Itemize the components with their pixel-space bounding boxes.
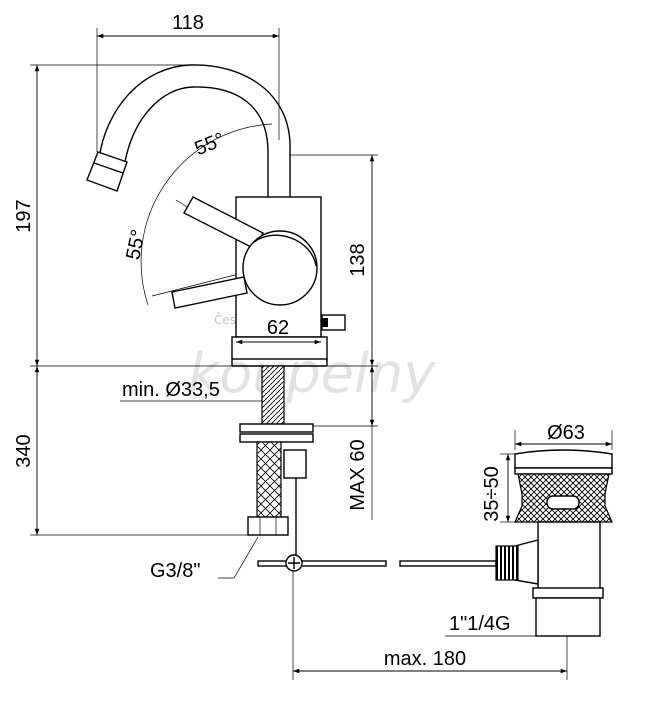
- drain-range-label: 35÷50: [481, 466, 503, 521]
- threaded-shank: [261, 365, 285, 425]
- max-60-label: MAX 60: [347, 439, 369, 510]
- pop-up-rod-guide: [283, 449, 307, 479]
- supply-thread-leader: [218, 536, 259, 579]
- drain-body: [537, 521, 601, 591]
- fixing-washer: [239, 423, 314, 433]
- drain-thread-label: 1"1/4G: [449, 613, 511, 635]
- fixing-nut: [239, 433, 314, 443]
- drain-outlet-ring: [495, 545, 519, 581]
- drain-cap: [514, 449, 613, 469]
- mixer-base: [231, 336, 328, 360]
- lever-lower-position: [171, 276, 248, 309]
- dim-340-label: 340: [13, 434, 35, 467]
- dim-118-label: 118: [172, 12, 204, 34]
- drain-thread: [535, 597, 601, 637]
- flexible-hose: [256, 441, 282, 519]
- angle-upper-label: 55°: [192, 129, 228, 161]
- lever-rotation-arc: [140, 123, 273, 306]
- drain-slot: [546, 495, 580, 510]
- supply-thread-label: G3/8": [150, 560, 200, 582]
- max-180-label: max. 180: [384, 648, 466, 670]
- angle-lower-label: 55°: [122, 228, 150, 262]
- pop-up-rod-clamp-cross: [288, 557, 300, 569]
- lever-hub-crescent: [253, 234, 317, 267]
- pop-up-rod-right-segment: [399, 560, 497, 567]
- dim-62-label: 62: [267, 317, 289, 339]
- spout-outer-edge: [99, 64, 291, 197]
- pop-up-knob-stem: [322, 318, 328, 327]
- hose-fitting: [247, 516, 289, 536]
- pop-up-rod-left-segment: [257, 560, 387, 567]
- drain-flange: [532, 587, 604, 599]
- drain-diameter-label: Ø63: [547, 422, 585, 444]
- lever-hub: [242, 230, 318, 306]
- dim-138-label: 138: [347, 243, 369, 276]
- drain-cap-ring: [514, 467, 613, 475]
- dim-197-label: 197: [13, 199, 35, 232]
- spout-nozzle-ring: [93, 162, 124, 174]
- hole-diameter-label: min. Ø33,5: [122, 379, 220, 401]
- spout-nozzle: [86, 151, 128, 192]
